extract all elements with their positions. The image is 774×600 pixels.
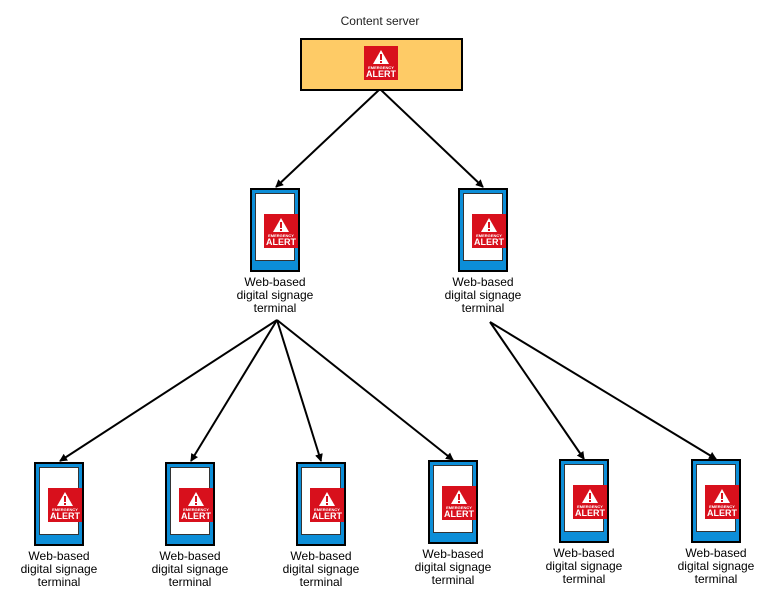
arrow: [379, 88, 484, 188]
arrow: [276, 319, 454, 461]
arrow: [489, 321, 717, 460]
arrow: [275, 88, 381, 188]
arrow: [276, 319, 323, 462]
server-title: Content server: [340, 14, 420, 28]
arrow: [489, 321, 585, 460]
arrow: [190, 319, 278, 462]
arrow: [59, 319, 278, 462]
